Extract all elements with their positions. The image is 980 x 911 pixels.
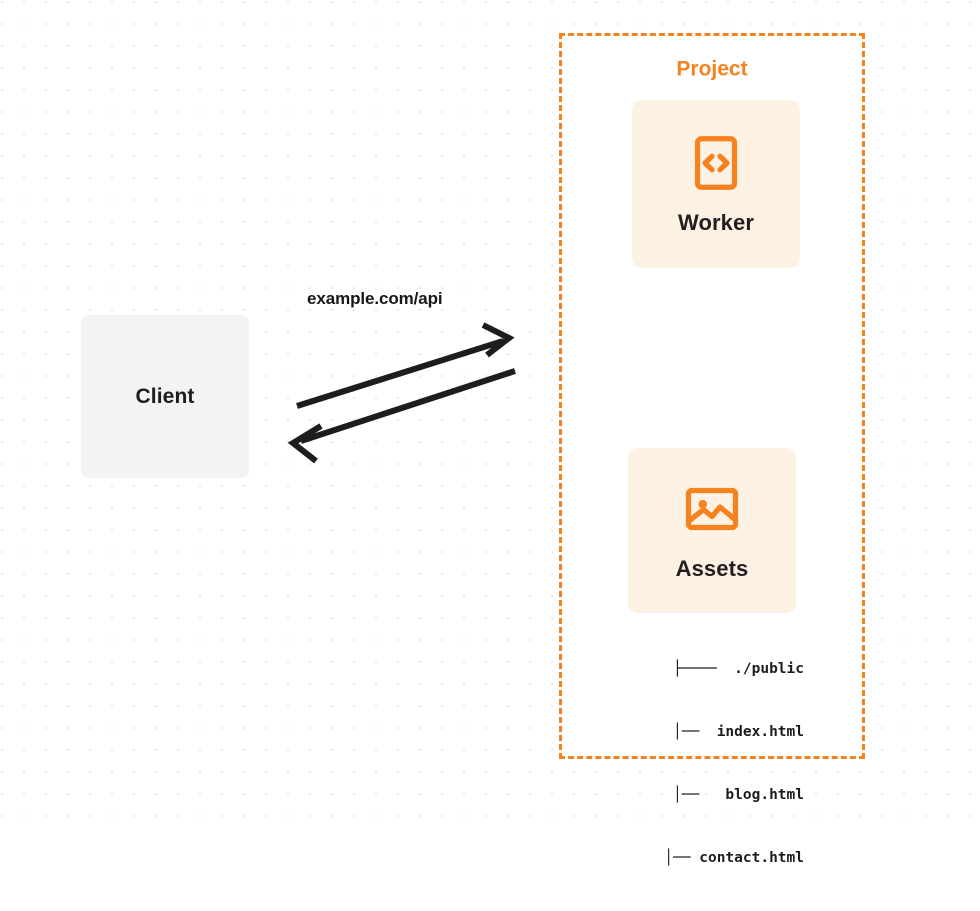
file-tree-row: ├──── ./public bbox=[673, 661, 804, 677]
node-assets[interactable]: Assets bbox=[628, 448, 796, 613]
image-icon bbox=[685, 487, 739, 531]
project-title: Project bbox=[669, 58, 755, 80]
file-tree-row: │── contact.html bbox=[629, 850, 804, 866]
arrow-response-icon bbox=[287, 368, 516, 464]
node-assets-label: Assets bbox=[675, 556, 749, 581]
node-client[interactable]: Client bbox=[81, 315, 249, 478]
node-worker-label: Worker bbox=[678, 209, 754, 235]
arrow-request-icon bbox=[296, 322, 515, 409]
edge-bidirectional-arrows bbox=[287, 322, 516, 464]
node-worker[interactable]: Worker bbox=[632, 100, 800, 268]
file-tree-row: │── index.html bbox=[638, 724, 804, 740]
code-brackets-icon bbox=[694, 135, 738, 190]
diagram-canvas: Client example.com/api Project Worker bbox=[0, 0, 980, 866]
node-client-label: Client bbox=[135, 384, 195, 408]
assets-file-tree: ├──── ./public │── index.html │── blog.h… bbox=[604, 617, 804, 911]
file-tree-row: │── blog.html bbox=[638, 787, 804, 803]
edge-label-example-com-api: example.com/api bbox=[307, 289, 443, 308]
